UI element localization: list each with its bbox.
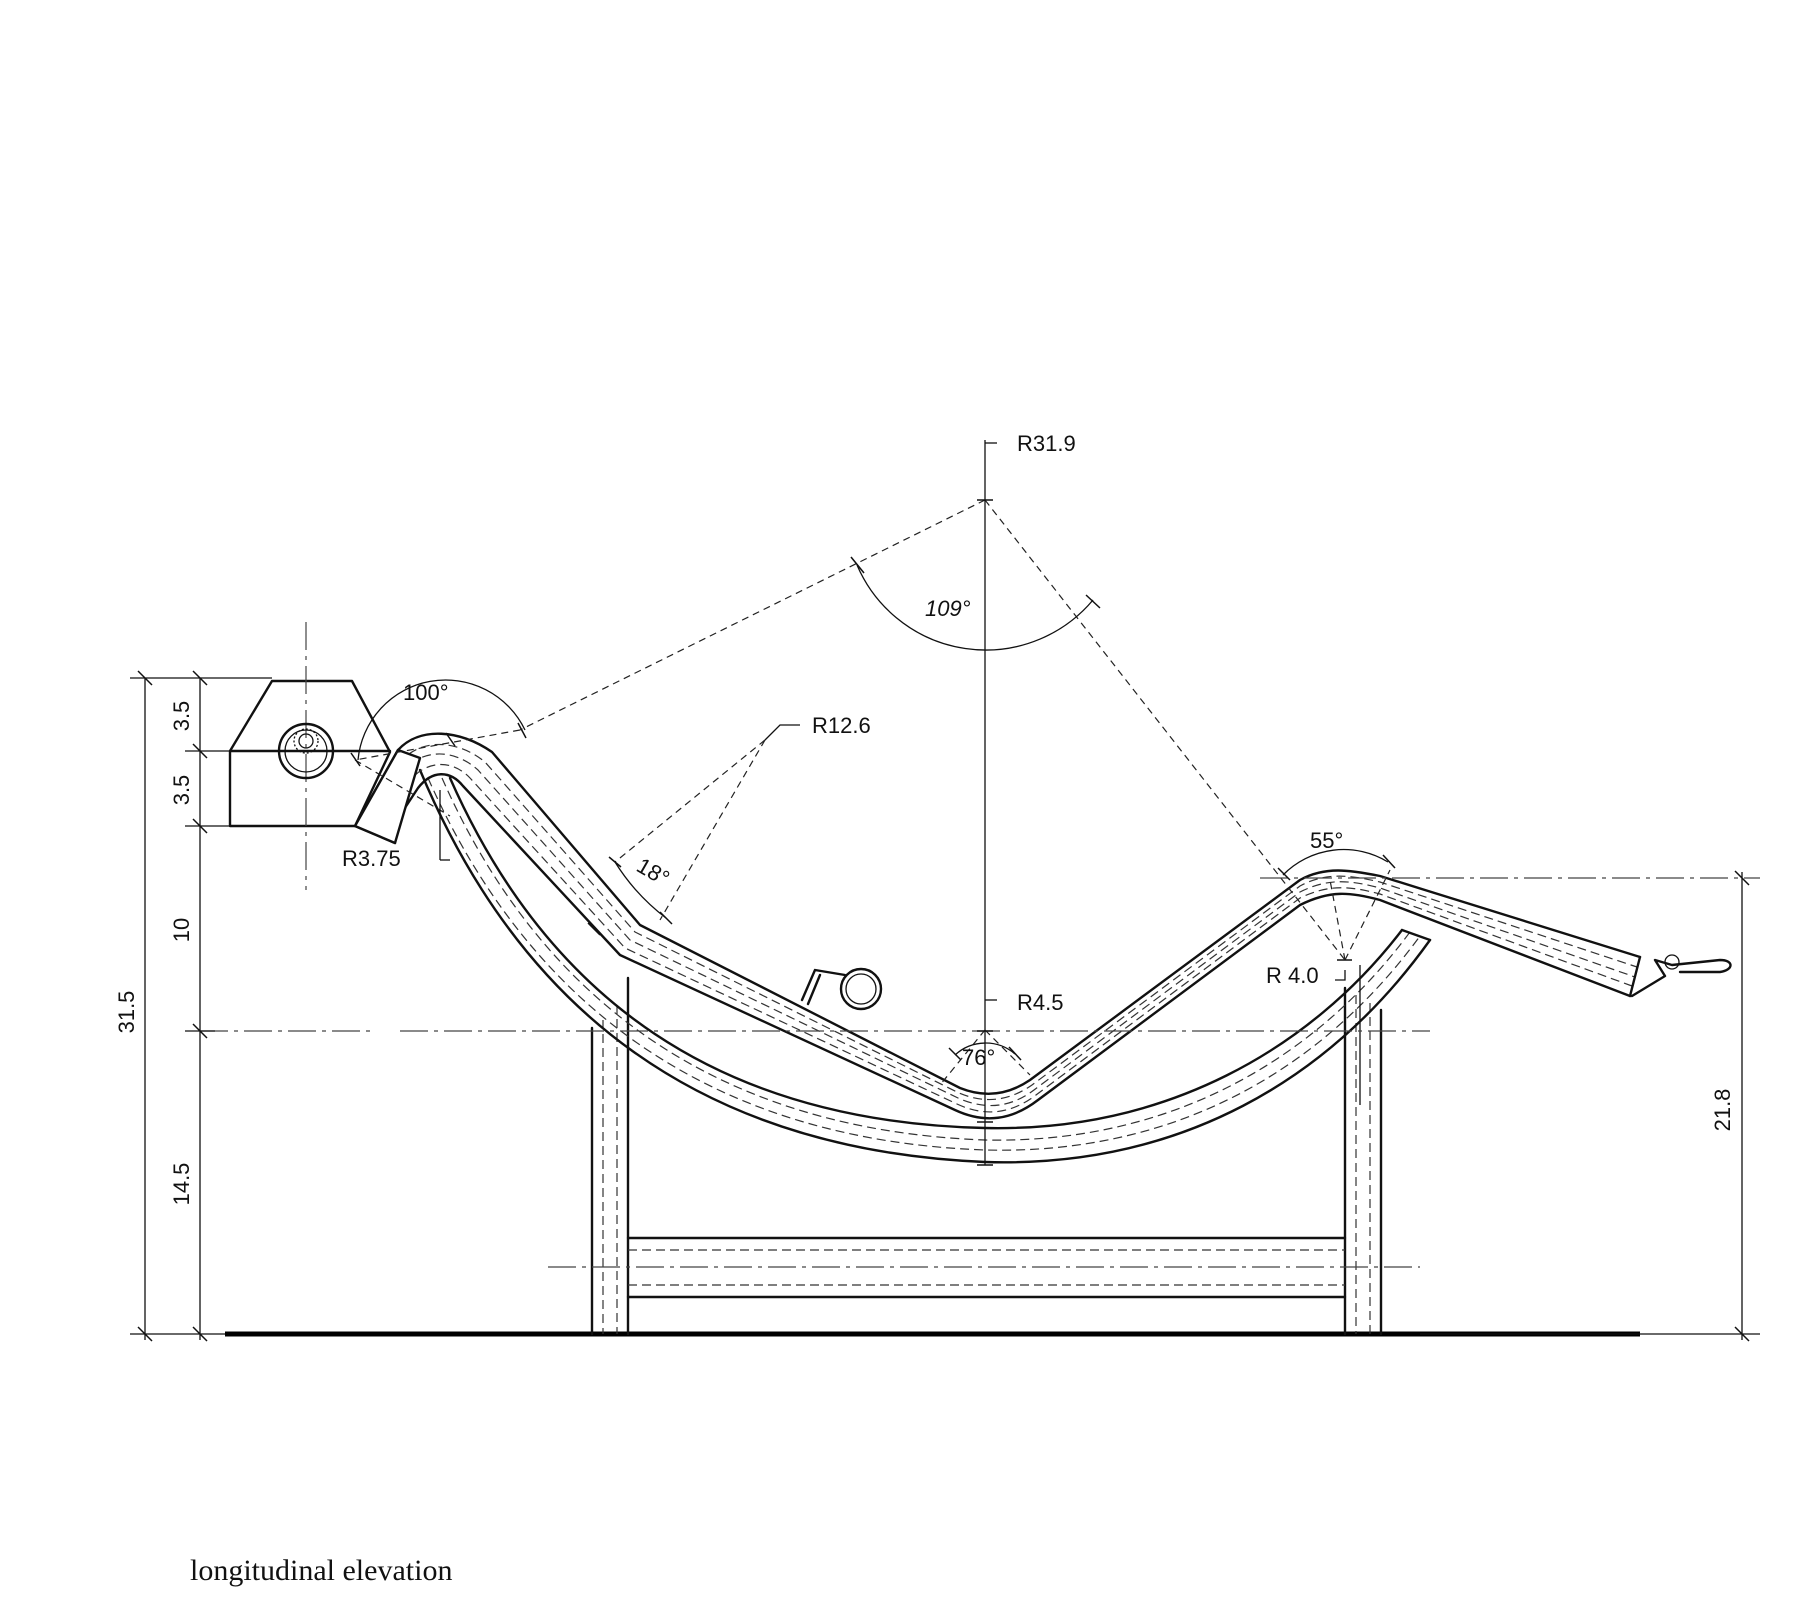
- side-lever: [800, 967, 883, 1011]
- dim-head-top: 3.5: [169, 701, 194, 732]
- label-angle-head: 100°: [403, 680, 449, 705]
- label-radius-knee: R 4.0: [1266, 963, 1319, 988]
- dim-right-height: 21.8: [1710, 1089, 1735, 1132]
- construction-lines: [200, 440, 1760, 1165]
- dim-upper-body: 10: [169, 918, 194, 942]
- headrest-block: [228, 622, 422, 890]
- right-dimension: [1420, 870, 1760, 1342]
- foot-clip: [1630, 954, 1732, 998]
- dim-overall-height: 31.5: [114, 991, 139, 1034]
- curved-rail: [418, 768, 1432, 1164]
- tick-marks: [350, 499, 1396, 1166]
- label-angle-neck: 18°: [633, 853, 674, 891]
- left-dimensions: [130, 670, 272, 1342]
- label-radius-head: R3.75: [342, 846, 401, 871]
- label-angle-knee: 55°: [1310, 828, 1343, 853]
- label-radius-main: R31.9: [1017, 431, 1076, 456]
- seat-tube: [353, 732, 1642, 1120]
- dim-head-bottom: 3.5: [169, 775, 194, 806]
- dim-lower-body: 14.5: [169, 1163, 194, 1206]
- angle-arcs: [357, 564, 1389, 1056]
- leaders: [440, 442, 1346, 1001]
- label-radius-neck: R12.6: [812, 713, 871, 738]
- label-angle-main: 109°: [925, 596, 971, 621]
- label-angle-seat: 76°: [962, 1045, 995, 1070]
- base-frame: [548, 976, 1420, 1336]
- drawing-caption: longitudinal elevation: [190, 1554, 452, 1587]
- label-radius-seat: R4.5: [1017, 990, 1063, 1015]
- headrest-cylinder: [277, 722, 335, 780]
